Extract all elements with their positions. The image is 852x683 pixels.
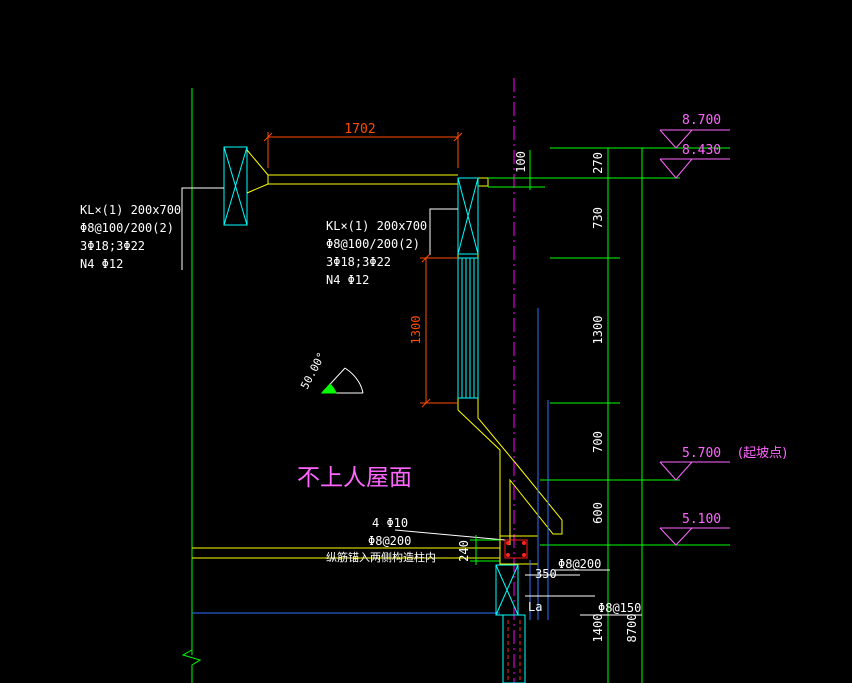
dim-1300: 1300	[591, 316, 605, 345]
rebar-bottom-label: Φ8@150	[598, 601, 641, 615]
dim-730: 730	[591, 207, 605, 229]
left-column-section	[223, 146, 248, 226]
dim-1300-mid-text: 1300	[409, 316, 423, 345]
dim-100-text: 100	[514, 151, 528, 173]
beam-mid-line-4: N4 Φ12	[326, 273, 369, 287]
elevation-5100: 5.100	[682, 512, 721, 527]
lower-column	[495, 564, 526, 683]
left-wall	[181, 88, 202, 683]
elevation-marks	[659, 129, 730, 546]
dim-100	[488, 150, 545, 190]
dim-350	[525, 569, 610, 576]
angle-text: 50.00°	[298, 350, 328, 391]
dim-1702-text: 1702	[344, 122, 375, 137]
ring-beam	[499, 535, 539, 565]
rebar-leader	[394, 529, 506, 541]
blue-leaders	[529, 308, 549, 620]
rebar-right-label: Φ8@200	[558, 557, 601, 571]
beam-left-line-3: 3Φ18;3Φ22	[80, 239, 145, 253]
roof-label: 不上人屋面	[297, 465, 412, 491]
rebar-top-label: 4 Φ10	[372, 516, 408, 530]
mid-label-leader	[429, 208, 458, 255]
dim-240-text: 240	[457, 540, 471, 562]
roof-slab	[192, 547, 500, 559]
elevation-8700: 8.700	[682, 113, 721, 128]
vertical-dim-chain	[540, 147, 730, 683]
elevation-5700: 5.700	[682, 446, 721, 461]
beam-left-line-4: N4 Φ12	[80, 257, 123, 271]
dim-1300-mid	[420, 253, 458, 408]
dim-350-text: 350	[535, 567, 557, 581]
dim-600: 600	[591, 502, 605, 524]
dim-270: 270	[591, 152, 605, 174]
dim-8700: 8700	[625, 614, 639, 643]
dim-1400: 1400	[591, 614, 605, 643]
mid-column	[457, 177, 479, 399]
dim-700: 700	[591, 431, 605, 453]
rebar-stirrup-label: Φ8@200	[368, 534, 411, 548]
beam-mid-line-1: KL×(1) 200x700	[326, 219, 427, 233]
elevation-8430: 8.430	[682, 143, 721, 158]
dim-240	[470, 535, 500, 565]
beam-mid-line-2: Φ8@100/200(2)	[326, 237, 420, 251]
beam-mid-line-3: 3Φ18;3Φ22	[326, 255, 391, 269]
rebar-note: 纵筋锚入两侧构造柱内	[326, 550, 436, 564]
beam-left-line-1: KL×(1) 200x700	[80, 203, 181, 217]
beam-left-line-2: Φ8@100/200(2)	[80, 221, 174, 235]
slope-angle-symbol	[320, 367, 364, 394]
dim-1702	[263, 132, 463, 168]
elevation-5700-note: (起坡点)	[738, 446, 787, 461]
la-label: La	[528, 600, 542, 614]
left-label-leader	[181, 187, 224, 270]
